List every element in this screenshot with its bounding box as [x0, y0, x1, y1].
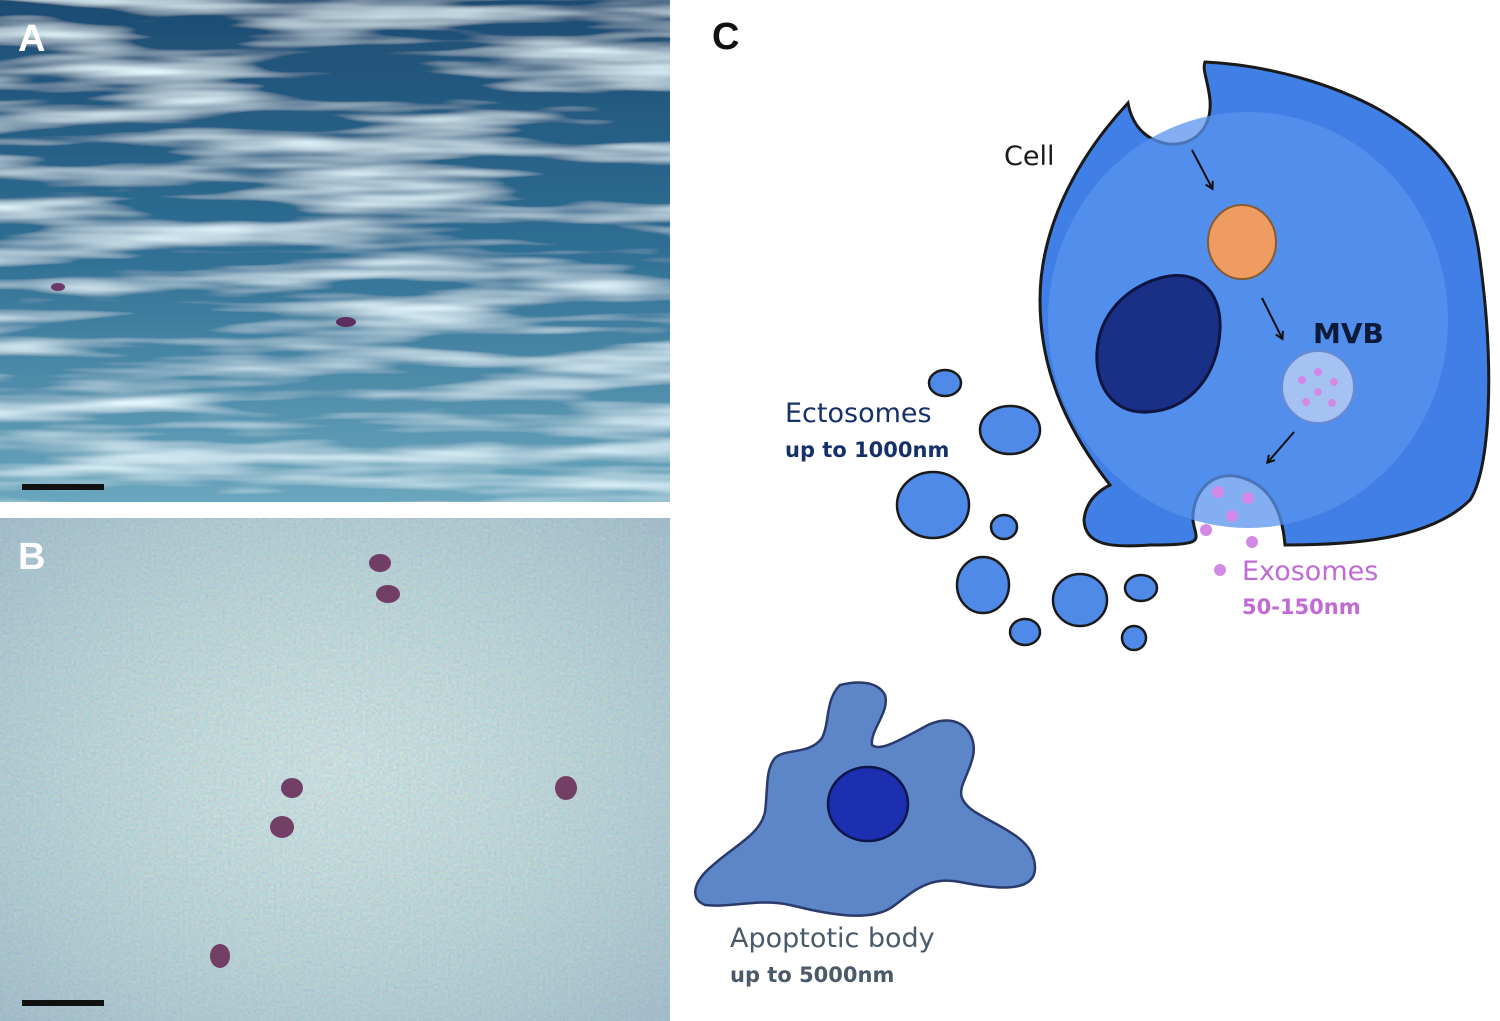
panel-label-b: B	[18, 536, 46, 578]
intraluminal-vesicle	[1298, 376, 1306, 384]
label-exosomes-size: 50-150nm	[1242, 595, 1361, 619]
intraluminal-vesicle	[1302, 398, 1310, 406]
cytoplasm	[1048, 112, 1448, 528]
ectosome	[1008, 617, 1042, 647]
exosome	[1242, 492, 1254, 504]
scale-bar-a	[22, 484, 104, 490]
arrow-to-mvb	[1261, 297, 1282, 338]
panel-label-c: C	[712, 16, 740, 58]
intraluminal-vesicle	[1328, 399, 1336, 407]
ectosome	[978, 404, 1042, 456]
exosome	[1214, 564, 1226, 576]
ectosome	[1051, 572, 1109, 628]
label-mvb: MVB	[1313, 317, 1384, 350]
endosome	[1207, 204, 1277, 280]
vesicle-diagram	[694, 60, 1491, 917]
intraluminal-vesicle	[1314, 368, 1322, 376]
cell-nucleus-spot	[376, 585, 400, 603]
ectosome	[895, 470, 971, 540]
intraluminal-vesicle	[1330, 378, 1338, 386]
micrograph-panel-b	[0, 518, 670, 1021]
cell-nucleus-spot	[51, 283, 65, 291]
label-ectosomes: Ectosomes	[785, 398, 932, 429]
cell-nucleus-spot	[369, 554, 391, 572]
micrograph-panel-a	[0, 0, 670, 502]
nucleus	[1095, 273, 1222, 414]
cell-nucleus-spot	[270, 816, 294, 838]
cell-nucleus-spot	[336, 317, 356, 327]
ectosome	[1120, 624, 1148, 652]
scale-bar-b	[22, 1000, 104, 1006]
label-apoptotic-body-size: up to 5000nm	[730, 963, 895, 987]
ectosome	[989, 513, 1019, 541]
cell-nucleus-spot	[281, 778, 303, 798]
ectosome	[927, 368, 963, 398]
micrograph-texture-a	[0, 0, 670, 502]
cell-nucleus-spot	[555, 776, 577, 800]
arrow-to-exosomes	[1268, 431, 1295, 462]
cell-nucleus-spot	[210, 944, 230, 968]
exosome	[1246, 536, 1258, 548]
label-exosomes: Exosomes	[1242, 556, 1379, 587]
label-cell: Cell	[1004, 141, 1055, 172]
label-apoptotic-body: Apoptotic body	[730, 923, 935, 954]
panel-label-a: A	[18, 18, 46, 60]
ectosome	[1123, 573, 1159, 603]
intraluminal-vesicle	[1314, 388, 1322, 396]
label-ectosomes-size: up to 1000nm	[785, 438, 950, 462]
ectosome	[955, 555, 1011, 615]
exosome	[1200, 524, 1212, 536]
exosome	[1212, 486, 1224, 498]
mvb-body	[1281, 350, 1355, 424]
apoptotic-nucleus	[826, 765, 910, 843]
exosome	[1226, 510, 1238, 522]
arrow-to-endosome	[1191, 149, 1212, 188]
